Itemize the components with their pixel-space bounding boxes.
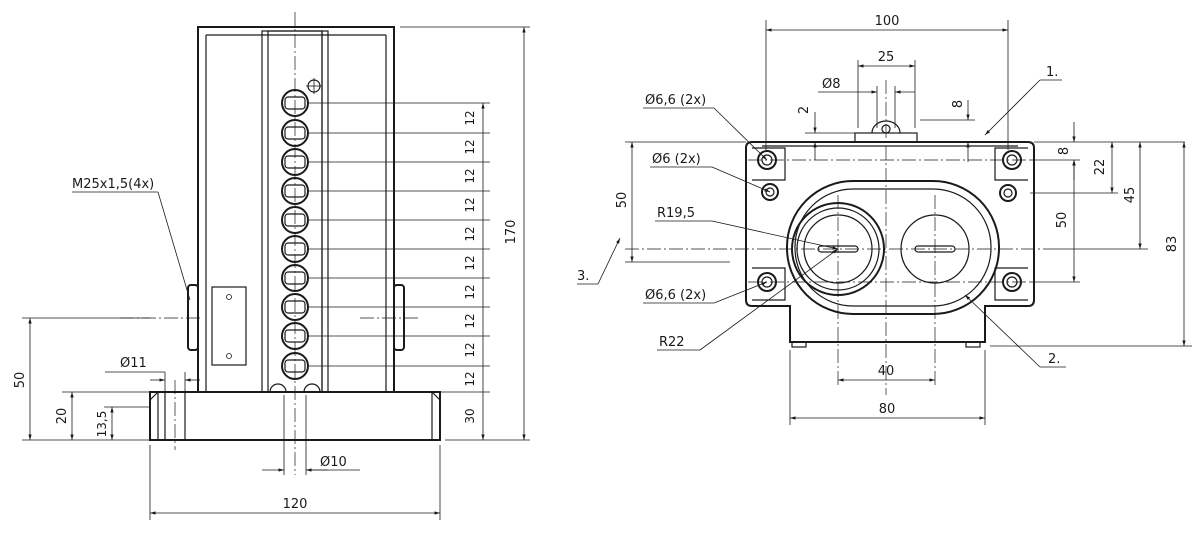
callout-3: 3. (577, 237, 621, 285)
dim-13-5-label: 13,5 (95, 411, 109, 438)
dim-2-label: 2 (797, 106, 812, 114)
dim-80: 80 (789, 350, 986, 425)
pitch-label-10: 12 (463, 371, 477, 386)
r22-label: R22 (659, 335, 685, 350)
pitch-label-9: 12 (463, 342, 477, 357)
front-housing-outline (745, 141, 1035, 343)
dim-20-label: 20 (55, 408, 70, 425)
pitch-label-5: 12 (463, 226, 477, 241)
callout-3-label: 3. (577, 269, 589, 284)
pitch-dimensions: 12 12 12 12 12 12 12 12 12 12 30 (308, 102, 530, 441)
dim-22: 22 (1030, 142, 1118, 194)
dim-8-right: 8 (1034, 122, 1080, 180)
hole-6-label: Ø6 (2x) (652, 152, 701, 167)
dim-25-label: 25 (878, 50, 895, 65)
leader-r195: R19,5 (655, 206, 839, 250)
dim-2: 2 (797, 106, 855, 160)
dim-50-left: 50 (615, 141, 746, 263)
front-window-outer (786, 180, 1000, 315)
dim-45-label: 45 (1123, 187, 1138, 204)
height-170-label: 170 (504, 220, 519, 245)
dim-d8: Ø8 (818, 77, 915, 128)
pitch-label-4: 12 (463, 197, 477, 212)
side-base (149, 380, 441, 450)
thread-callout: M25x1,5(4x) (72, 177, 191, 301)
width-120-label: 120 (283, 497, 308, 512)
hole-11-dimension: Ø11 (105, 356, 200, 392)
dim-8-top-label: 8 (951, 100, 966, 108)
dim-40: 40 (838, 364, 935, 382)
pitch-label-1: 12 (463, 110, 477, 125)
callout-2: 2. (964, 294, 1066, 368)
side-housing (187, 26, 405, 393)
callout-1-label: 1. (1046, 65, 1058, 80)
hole-11-label: Ø11 (120, 356, 147, 371)
pitch-label-8: 12 (463, 313, 477, 328)
leader-hole-66-top: Ø6,6 (2x) (643, 93, 768, 161)
front-view: 100 25 Ø8 2 8 (577, 14, 1192, 425)
dim-83-label: 83 (1165, 236, 1180, 253)
dim-50-right: 50 (1030, 159, 1080, 283)
dim-50-left-label: 50 (615, 192, 630, 209)
dim-50-right-label: 50 (1055, 212, 1070, 229)
pitch-label-7: 12 (463, 284, 477, 299)
overall-height-dimension: 170 (400, 26, 530, 440)
r195-label: R19,5 (657, 206, 695, 221)
callout-1: 1. (984, 65, 1062, 136)
side-view: 12 12 12 12 12 12 12 12 12 12 30 170 50 … (13, 12, 530, 520)
hole-66-bottom-label: Ø6,6 (2x) (645, 288, 706, 303)
width-120-dimension: 120 (149, 445, 441, 520)
dim-d8-label: Ø8 (822, 77, 841, 92)
dim-50-label: 50 (13, 372, 28, 389)
pitch-label-6: 12 (463, 255, 477, 270)
dim-45: 45 (1045, 141, 1185, 250)
dim-25: 25 (857, 50, 916, 128)
callout-2-label: 2. (1048, 352, 1060, 367)
thread-label: M25x1,5(4x) (72, 177, 154, 192)
pitch-label-3: 12 (463, 168, 477, 183)
leader-hole-66-bottom: Ø6,6 (2x) (643, 281, 768, 304)
base-height-label: 30 (463, 408, 477, 423)
hole-10-dimension: Ø10 (262, 395, 360, 475)
left-dimensions: 50 20 13,5 (13, 317, 150, 441)
hole-10-label: Ø10 (320, 455, 347, 470)
dim-100-label: 100 (875, 14, 900, 29)
hole-66-top-label: Ø6,6 (2x) (645, 93, 706, 108)
dim-8-top: 8 (920, 100, 975, 162)
dim-100: 100 (765, 14, 1009, 150)
dim-83: 83 (990, 142, 1192, 347)
pitch-label-2: 12 (463, 139, 477, 154)
dim-40-label: 40 (878, 364, 895, 379)
dim-22-label: 22 (1093, 159, 1108, 176)
dim-8-right-label: 8 (1057, 147, 1072, 155)
leader-r22: R22 (657, 248, 839, 351)
front-window-inner (794, 188, 992, 307)
leader-hole-6: Ø6 (2x) (650, 152, 771, 193)
dim-80-label: 80 (879, 402, 896, 417)
